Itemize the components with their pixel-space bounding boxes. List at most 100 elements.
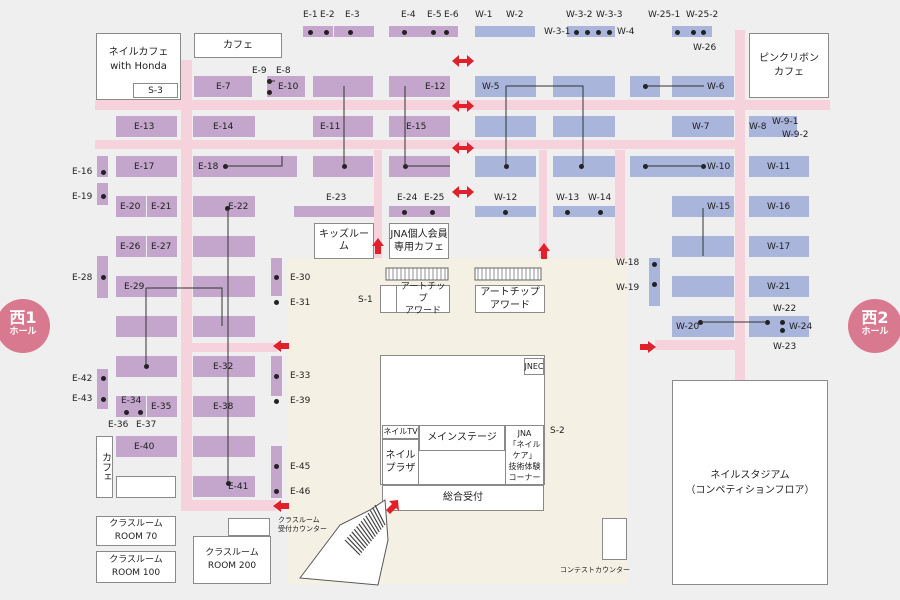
east-booth[interactable] [116, 436, 177, 457]
escalator-step [356, 526, 371, 544]
west-booth[interactable] [553, 116, 615, 137]
east-booth[interactable] [389, 76, 419, 97]
booth-label-e-27: E-27 [151, 242, 172, 252]
east-booth[interactable] [193, 196, 255, 217]
east-booth[interactable] [193, 436, 255, 457]
cafe-top[interactable]: カフェ [194, 33, 282, 58]
west-booth[interactable] [497, 26, 535, 37]
booth-dot [584, 29, 590, 35]
art-tip-award-2[interactable]: アートチップ アワード [475, 285, 545, 313]
west-booth[interactable] [672, 116, 734, 137]
west-booth[interactable] [672, 316, 734, 337]
west-booth[interactable] [567, 26, 615, 37]
general-reception[interactable]: 総合受付 [382, 485, 544, 511]
booth-label-w-21: W-21 [767, 282, 791, 292]
east-booth[interactable] [334, 26, 374, 37]
east-booth[interactable] [116, 156, 177, 177]
east-booth[interactable] [193, 476, 255, 497]
s3-counter[interactable]: S-3 [133, 83, 178, 98]
west-booth[interactable] [749, 276, 809, 297]
east-booth[interactable] [419, 76, 450, 97]
east-booth[interactable] [147, 396, 177, 417]
classroom-70[interactable]: クラスルーム ROOM 70 [96, 516, 176, 546]
east-booth[interactable] [116, 196, 146, 217]
booth-label-w-20: W-20 [676, 322, 700, 332]
direction-arrow-icon [452, 186, 474, 198]
west-booth[interactable] [553, 206, 615, 217]
booth-label-e-33: E-33 [290, 371, 311, 381]
east-booth[interactable] [428, 26, 458, 37]
east-booth[interactable] [116, 116, 177, 137]
nail-stadium[interactable]: ネイルスタジアム （コンペティションフロア） [672, 380, 828, 585]
east-booth[interactable] [267, 76, 305, 97]
booth-dot [430, 29, 436, 35]
main-stage[interactable]: メインステージ [419, 425, 505, 451]
jnec-box[interactable]: JNEC [524, 358, 544, 375]
east-booth[interactable] [389, 26, 428, 37]
east-booth[interactable] [194, 76, 252, 97]
east-booth[interactable] [271, 446, 282, 498]
west-booth[interactable] [749, 116, 769, 137]
east-booth[interactable] [116, 276, 177, 297]
east-booth[interactable] [303, 26, 333, 37]
east-booth[interactable] [313, 116, 373, 137]
booth-label-e-41: E-41 [228, 482, 249, 492]
east-booth[interactable] [116, 236, 146, 257]
east-booth[interactable] [389, 206, 450, 217]
direction-arrow-icon [452, 142, 474, 154]
east-booth[interactable] [193, 396, 255, 417]
west-booth[interactable] [553, 76, 615, 97]
nail-plaza[interactable]: ネイル プラザ [382, 439, 419, 485]
west2-hall-name: 西2 [861, 308, 889, 327]
east-booth[interactable] [147, 236, 177, 257]
contest-counter-box[interactable] [602, 518, 627, 560]
booth-dot [273, 274, 279, 280]
booth-label-w-19: W-19 [616, 283, 640, 293]
booth-leader-line [146, 287, 223, 326]
east-booth[interactable] [193, 316, 255, 337]
direction-arrow-icon [273, 500, 289, 512]
classroom-100[interactable]: クラスルーム ROOM 100 [96, 551, 176, 583]
west-booth[interactable] [769, 316, 809, 337]
west-booth[interactable] [672, 276, 734, 297]
west-booth[interactable] [475, 26, 505, 37]
east-booth[interactable] [193, 236, 255, 257]
east-booth[interactable] [193, 116, 255, 137]
west-booth[interactable] [672, 196, 734, 217]
west-booth[interactable] [769, 116, 797, 137]
cafe-side[interactable]: カフェ [96, 436, 113, 498]
west-booth[interactable] [749, 156, 809, 177]
pink-ribbon-cafe[interactable]: ピンクリボン カフェ [749, 33, 829, 98]
classroom-200[interactable]: クラスルーム ROOM 200 [193, 536, 271, 584]
east-booth[interactable] [294, 206, 374, 217]
booth-dot [100, 274, 106, 280]
west-booth[interactable] [553, 156, 615, 177]
west-booth[interactable] [749, 316, 769, 337]
kids-room[interactable]: キッズルーム [314, 223, 374, 259]
east-booth[interactable] [313, 76, 373, 97]
east-booth[interactable] [389, 116, 450, 137]
booth-dot [100, 169, 106, 175]
classroom-reception-counter[interactable] [228, 518, 270, 536]
jna-experience-corner[interactable]: JNA 「ネイルケア」 技術体験 コーナー [505, 425, 544, 485]
booth-label-w-3-1: W-3-1 [544, 27, 571, 37]
booth-dot [100, 375, 106, 381]
jna-members-cafe[interactable]: JNA個人会員 専用カフェ [389, 223, 449, 259]
booth-label-w-3-2: W-3-2 [566, 10, 593, 20]
booth-leader-line [404, 86, 450, 167]
east-booth[interactable] [193, 276, 255, 297]
aisle-horizontal-lower-right [655, 340, 735, 350]
east-booth[interactable] [97, 156, 108, 177]
east-booth[interactable] [147, 196, 177, 217]
nail-tv[interactable]: ネイルTV [382, 425, 419, 439]
aisle-vertical-right [735, 30, 745, 380]
west-booth[interactable] [749, 196, 809, 217]
east-booth[interactable] [193, 356, 255, 377]
s1-counter[interactable] [380, 285, 396, 313]
art-tip-award-1[interactable]: アートチップ アワード [396, 282, 450, 316]
east-booth[interactable] [97, 369, 108, 409]
booth-label-e-7: E-7 [216, 82, 231, 92]
direction-arrow-icon [538, 243, 550, 259]
west-booth[interactable] [749, 236, 809, 257]
s2-label: S-2 [550, 426, 565, 436]
